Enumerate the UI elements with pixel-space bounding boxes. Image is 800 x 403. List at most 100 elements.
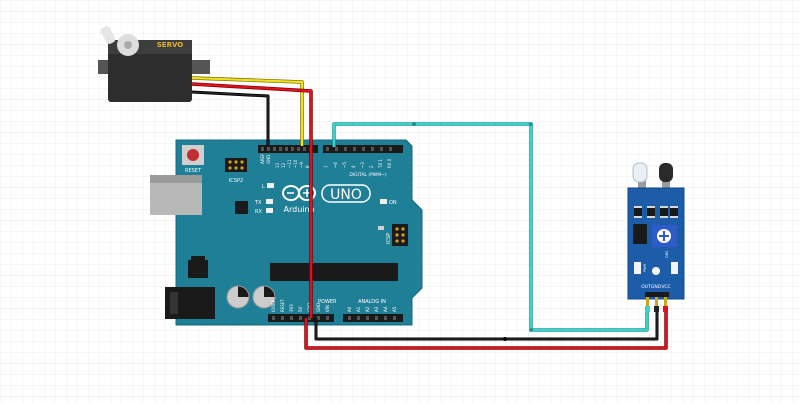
digital-header-label: DIGITAL (PWM~) (349, 172, 387, 178)
digital-pin-label-13: RX 0 (387, 158, 392, 168)
atmega-chip (270, 263, 398, 281)
led-power-label: PWR (643, 263, 647, 272)
servo-motor[interactable]: SERVO (98, 25, 210, 102)
led-tx-label: TX (254, 200, 262, 206)
wire-ir-signal-core (332, 122, 649, 332)
digital-pin-label-3: ~10 (293, 159, 298, 168)
wires (191, 76, 668, 350)
analog-header (343, 314, 403, 322)
uno-model-label: UNO (330, 187, 362, 203)
analog-pin-label-5: A5 (392, 306, 397, 312)
digital-pin-label-6: 7 (324, 165, 329, 168)
power-pin-label-1: RESET (280, 299, 285, 312)
ir-receiver (659, 163, 673, 182)
wire-servo-signal-core (191, 76, 304, 146)
mount-hole (652, 267, 660, 275)
analog-pin-label-4: A4 (383, 306, 388, 312)
aref-pin-label: AREF (260, 153, 265, 164)
voltage-regulator-tab (191, 256, 205, 260)
capacitor-2 (252, 285, 276, 309)
digital-pin-label-7: ~6 (333, 162, 338, 168)
digital-pin-label-5: 8 (305, 165, 310, 168)
ir-receiver-leads (662, 178, 670, 190)
analog-header-label: ANALOG IN (358, 299, 386, 305)
digital-pin-label-2: ~11 (287, 159, 292, 168)
reset-button-cap[interactable] (187, 149, 199, 161)
wire-servo-ground-core (191, 91, 269, 146)
digital-pin-label-8: ~5 (342, 162, 347, 168)
digital-pin-label-10: ~3 (360, 162, 365, 168)
uno-badge (321, 184, 371, 203)
analog-pin-labels: A0 A1 A2 A3 A4 A5 (347, 306, 397, 312)
led-tx (266, 199, 273, 204)
icsp-label: ICSP (386, 233, 392, 244)
arduino-logo (282, 185, 316, 201)
wire-junction-3 (529, 122, 533, 126)
usb-connector-shade (150, 175, 202, 183)
power-pin-label-3: 5V (298, 306, 303, 312)
capacitor-1 (226, 285, 250, 309)
digital-pin-label-11: 2 (369, 165, 374, 168)
ir-header-pins (645, 292, 669, 311)
small-component-1 (378, 226, 384, 230)
ir-comparator-chip (633, 224, 647, 244)
ir-sensor-module[interactable]: PWR OBS OUT GND VCC (627, 162, 685, 311)
usb-chip (235, 201, 248, 214)
wire-end-gnd (654, 306, 659, 312)
digital-pin-label-4: ~9 (299, 162, 304, 168)
led-obstacle-label: OBS (665, 250, 669, 258)
power-pin-label-5: GND (316, 303, 321, 312)
analog-pin-label-2: A2 (365, 306, 370, 312)
wire-junction-4 (529, 328, 533, 332)
power-analog-header-pins (272, 316, 396, 320)
servo-label: SERVO (157, 41, 184, 49)
smd-pads (634, 206, 678, 218)
icsp2-header (225, 158, 247, 172)
wire-junction-1 (412, 122, 416, 126)
led-obstacle-indicator (671, 262, 678, 274)
voltage-regulator (188, 260, 208, 278)
led-l (267, 183, 274, 188)
digital-pin-label-1: 12 (281, 162, 286, 168)
analog-pin-label-0: A0 (347, 306, 352, 312)
wire-ir-ground-core (315, 311, 658, 340)
led-on (380, 199, 387, 204)
digital-pin-label-0: 13 (275, 162, 280, 168)
analog-pin-label-1: A1 (356, 306, 361, 312)
icsp2-label: ICSP2 (229, 178, 243, 184)
potentiometer[interactable] (652, 225, 677, 247)
wire-junction-2 (503, 337, 507, 341)
led-on-label: ON (389, 200, 397, 206)
gnd-pin-label: GND (266, 155, 271, 164)
ir-pin-out-label: OUT (641, 284, 651, 290)
reset-label: RESET (185, 168, 202, 174)
ir-emitter (632, 162, 648, 183)
led-power-indicator (634, 262, 641, 274)
icsp-header (392, 224, 408, 246)
wire-ir-vcc-core (304, 311, 668, 350)
led-rx-label: RX (255, 209, 262, 215)
servo-arm (100, 26, 116, 44)
ir-emitter-leads (638, 178, 646, 190)
smd-components (634, 206, 678, 218)
ir-pin-gnd-label: GND (651, 284, 662, 290)
wire-servo-power-core (191, 82, 313, 318)
power-header-label: POWER (318, 299, 337, 305)
digital-pin-label-12: TX 1 (378, 159, 383, 169)
led-rx (266, 208, 273, 213)
power-pin-label-6: VIN (325, 305, 330, 312)
dc-jack-inner (170, 292, 178, 314)
servo-horn-shaft (124, 41, 132, 49)
power-pin-label-2: 3V3 (289, 304, 294, 312)
ir-pin-vcc-label: VCC (661, 284, 670, 290)
led-l-label: L (262, 184, 265, 190)
digital-header-pins (261, 147, 392, 151)
arduino-logo-text: Arduino (284, 205, 315, 214)
analog-pin-label-3: A3 (374, 306, 379, 312)
digital-pin-label-9: 4 (351, 165, 356, 168)
power-pin-label-0: IOREF (271, 299, 276, 312)
wire-end-vcc (663, 306, 668, 312)
